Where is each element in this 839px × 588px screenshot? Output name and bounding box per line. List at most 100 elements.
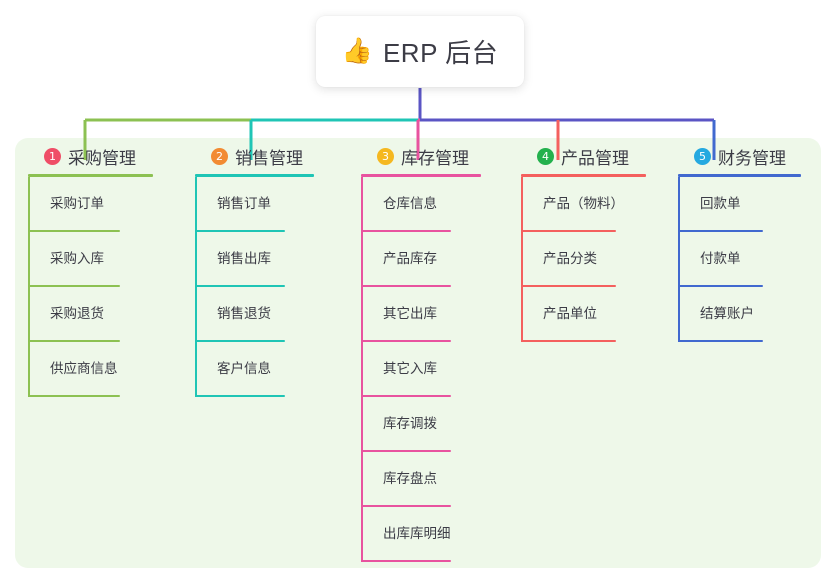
leaf-item[interactable]: 产品库存 (361, 232, 481, 287)
leaf-item-rule (195, 285, 285, 287)
leaf-item[interactable]: 客户信息 (195, 342, 314, 397)
leaf-item-rule (361, 230, 451, 232)
leaf-item[interactable]: 库存盘点 (361, 452, 481, 507)
leaf-item-rule (678, 285, 763, 287)
branch-header-3[interactable]: 3 库存管理 (355, 138, 481, 174)
leaf-item[interactable]: 采购入库 (28, 232, 153, 287)
leaf-item-rule (361, 340, 451, 342)
leaf-item-label: 销售订单 (217, 196, 271, 211)
branch-spine-5 (678, 177, 680, 342)
leaf-item-label: 结算账户 (700, 306, 754, 321)
branch-title-3: 库存管理 (401, 148, 469, 168)
leaf-item-label: 产品单位 (543, 306, 597, 321)
leaf-item[interactable]: 其它出库 (361, 287, 481, 342)
leaf-item[interactable]: 产品（物料） (521, 177, 646, 232)
leaf-item-label: 产品库存 (383, 251, 437, 266)
leaf-item-label: 客户信息 (217, 361, 271, 376)
leaf-item-label: 付款单 (700, 251, 741, 266)
leaf-item-rule (28, 340, 120, 342)
branch-spine-3 (361, 177, 363, 562)
leaf-item[interactable]: 销售退货 (195, 287, 314, 342)
leaf-item[interactable]: 产品单位 (521, 287, 646, 342)
leaf-item-label: 供应商信息 (50, 361, 118, 376)
leaf-item[interactable]: 销售订单 (195, 177, 314, 232)
leaf-item-label: 采购退货 (50, 306, 104, 321)
leaf-item[interactable]: 销售出库 (195, 232, 314, 287)
leaf-item-label: 产品分类 (543, 251, 597, 266)
leaf-item-rule (361, 450, 451, 452)
branch-column-5: 5 财务管理回款单付款单结算账户 (672, 138, 801, 342)
leaf-item-rule (195, 230, 285, 232)
leaf-item-label: 库存调拨 (383, 416, 437, 431)
leaf-item[interactable]: 出库库明细 (361, 507, 481, 562)
leaf-item-rule (28, 285, 120, 287)
branch-column-2: 2 销售管理销售订单销售出库销售退货客户信息 (189, 138, 314, 397)
leaf-item[interactable]: 采购退货 (28, 287, 153, 342)
leaf-item[interactable]: 供应商信息 (28, 342, 153, 397)
leaf-item-label: 其它出库 (383, 306, 437, 321)
leaf-item-label: 销售出库 (217, 251, 271, 266)
branch-rule-5 (678, 174, 801, 177)
branch-header-5[interactable]: 5 财务管理 (672, 138, 801, 174)
branch-badge-5: 5 (694, 147, 711, 165)
branch-badge-3: 3 (377, 147, 394, 165)
leaf-item-rule (195, 340, 285, 342)
branch-header-4[interactable]: 4 产品管理 (515, 138, 646, 174)
branch-title-4: 产品管理 (561, 148, 629, 168)
branch-badge-2: 2 (211, 147, 228, 165)
leaf-item[interactable]: 回款单 (678, 177, 801, 232)
branch-column-4: 4 产品管理产品（物料） 产品分类产品单位 (515, 138, 646, 342)
leaf-item-rule (678, 340, 763, 342)
branches-panel (15, 138, 821, 568)
branch-rule-4 (521, 174, 646, 177)
leaf-item[interactable]: 其它入库 (361, 342, 481, 397)
leaf-item-rule (361, 505, 451, 507)
leaf-item-label: 采购入库 (50, 251, 104, 266)
branch-title-1: 采购管理 (68, 148, 136, 168)
leaf-item[interactable]: 库存调拨 (361, 397, 481, 452)
leaf-item[interactable]: 付款单 (678, 232, 801, 287)
leaf-item-rule (521, 285, 616, 287)
leaf-item-rule (678, 230, 763, 232)
branch-spine-2 (195, 177, 197, 397)
root-node-label: ERP 后台 (382, 38, 499, 68)
leaf-item-label: 出库库明细 (383, 526, 451, 541)
leaf-item-label: 库存盘点 (383, 471, 437, 486)
leaf-item-rule (361, 285, 451, 287)
branch-column-3: 3 库存管理仓库信息产品库存其它出库其它入库库存调拨库存盘点出库库明细 (355, 138, 481, 562)
branch-items-2: 销售订单销售出库销售退货客户信息 (195, 177, 314, 397)
branch-title-5: 财务管理 (718, 148, 786, 168)
branch-rule-2 (195, 174, 314, 177)
branch-items-4: 产品（物料） 产品分类产品单位 (521, 177, 646, 342)
leaf-item-rule (361, 560, 451, 562)
leaf-item-rule (521, 230, 616, 232)
branch-header-2[interactable]: 2 销售管理 (189, 138, 314, 174)
leaf-item-label: 产品（物料） (543, 196, 624, 211)
branch-title-2: 销售管理 (235, 148, 303, 168)
branch-rule-1 (28, 174, 153, 177)
branch-spine-1 (28, 177, 30, 397)
branch-items-1: 采购订单采购入库采购退货供应商信息 (28, 177, 153, 397)
branch-items-3: 仓库信息产品库存其它出库其它入库库存调拨库存盘点出库库明细 (361, 177, 481, 562)
leaf-item[interactable]: 产品分类 (521, 232, 646, 287)
leaf-item[interactable]: 结算账户 (678, 287, 801, 342)
leaf-item-rule (28, 230, 120, 232)
branch-rule-3 (361, 174, 481, 177)
leaf-item[interactable]: 采购订单 (28, 177, 153, 232)
leaf-item[interactable]: 仓库信息 (361, 177, 481, 232)
thumbs-up-icon: 👍 (341, 37, 373, 65)
branch-items-5: 回款单付款单结算账户 (678, 177, 801, 342)
leaf-item-label: 仓库信息 (383, 196, 437, 211)
leaf-item-rule (195, 395, 285, 397)
leaf-item-rule (521, 340, 616, 342)
leaf-item-label: 采购订单 (50, 196, 104, 211)
leaf-item-label: 回款单 (700, 196, 741, 211)
leaf-item-label: 其它入库 (383, 361, 437, 376)
root-node[interactable]: 👍 ERP 后台 (316, 16, 524, 87)
leaf-item-rule (28, 395, 120, 397)
branch-badge-4: 4 (537, 147, 554, 165)
leaf-item-label: 销售退货 (217, 306, 271, 321)
